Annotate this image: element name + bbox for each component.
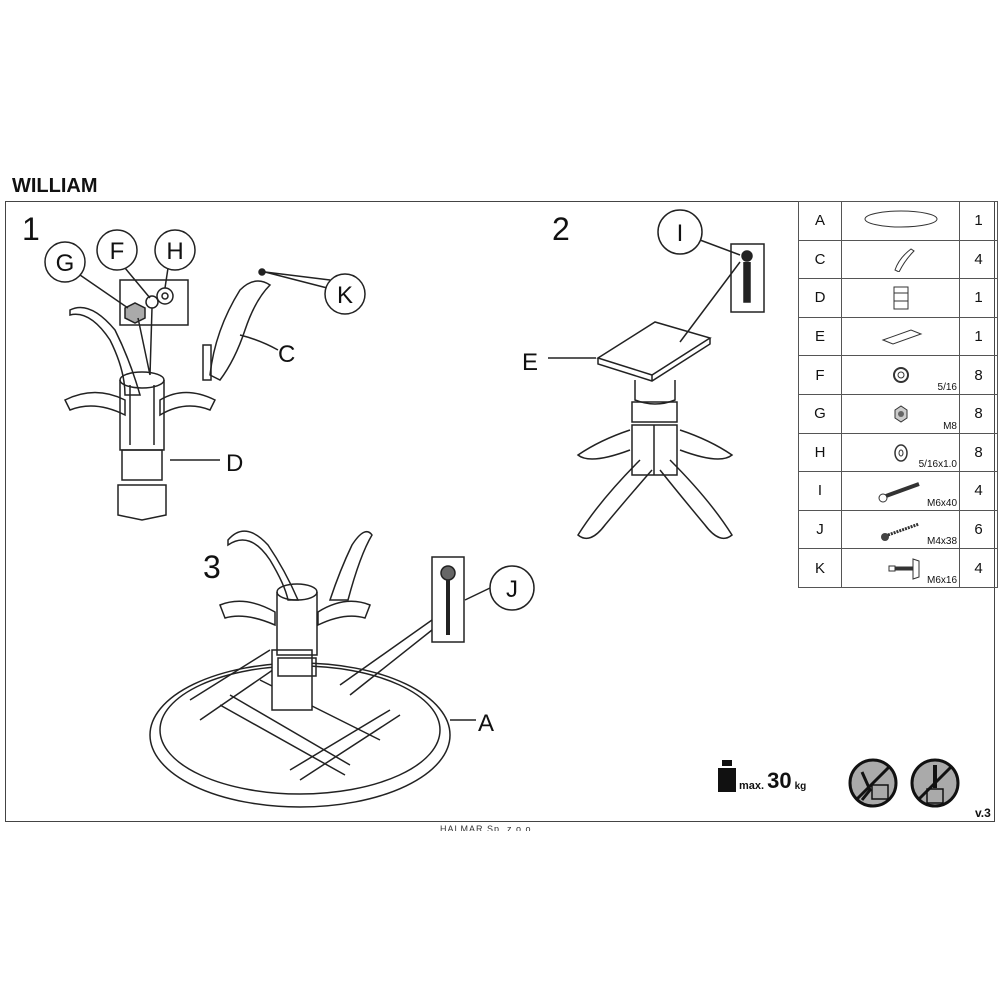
callout-k: K [337, 282, 353, 309]
no-climbing-chair-icon [848, 758, 898, 808]
part-quantity: 4 [959, 239, 998, 280]
wood-screw-icon [880, 522, 920, 541]
callout-g: G [56, 250, 75, 277]
step1-pedestal-drawing [63, 268, 336, 521]
part-size: M8 [943, 420, 957, 432]
part-letter: D [798, 278, 842, 318]
part-row: G M8 8 [798, 393, 998, 434]
part-image [841, 278, 960, 318]
part-image: 5/16x1.0 [841, 432, 960, 473]
bolt-icon [888, 558, 919, 580]
part-row: I M6x40 4 [798, 471, 998, 511]
part-quantity: 6 [959, 509, 998, 550]
part-quantity: 8 [959, 432, 998, 473]
callout-h: H [166, 238, 183, 265]
callout-j: J [506, 576, 518, 603]
part-quantity: 8 [959, 355, 998, 395]
part-size: M6x16 [926, 574, 957, 586]
part-row: J M4x38 6 [798, 509, 998, 550]
no-standing-on-table-icon [910, 758, 960, 808]
version-label: v.3 [975, 806, 991, 820]
part-image [841, 201, 960, 241]
part-size: M6x40 [926, 497, 957, 509]
part-quantity: 1 [959, 201, 998, 241]
tabletop-icon [864, 210, 937, 228]
pedestal-column-icon [893, 286, 908, 310]
max-label: max. [739, 780, 765, 792]
mounting-plate-icon [881, 329, 922, 345]
part-image: M6x40 [841, 471, 960, 511]
part-letter: G [798, 393, 842, 434]
part-image [841, 316, 960, 357]
callout-j-circle [489, 565, 535, 611]
label-e: E [522, 349, 538, 376]
manufacturer-footer: HALMAR Sp. z o.o. [440, 824, 536, 831]
part-letter: C [798, 239, 842, 280]
callout-i: I [677, 220, 684, 247]
callout-f: F [110, 238, 125, 265]
part-letter: K [798, 548, 842, 588]
part-letter: A [798, 201, 842, 241]
part-image: M6x16 [841, 548, 960, 588]
spring-washer-icon [892, 367, 909, 384]
part-letter: F [798, 355, 842, 395]
part-row: A 1 [798, 201, 998, 241]
part-row: H 5/16x1.0 8 [798, 432, 998, 473]
part-size: 5/16x1.0 [918, 459, 957, 471]
part-row: C 4 [798, 239, 998, 280]
max-load-unit: kg [794, 781, 807, 792]
part-image: M8 [841, 393, 960, 434]
step-number-1: 1 [22, 211, 40, 247]
part-row: E 1 [798, 316, 998, 357]
part-letter: J [798, 509, 842, 550]
hex-nut-icon [894, 405, 907, 423]
step2-pedestal-drawing [548, 239, 765, 540]
callout-i-circle [657, 209, 703, 255]
max-load-value: 30 [767, 768, 792, 793]
product-title: WILLIAM [12, 175, 98, 197]
part-size: 5/16 [937, 381, 957, 393]
max-load-indicator: max. 30 kg [718, 760, 806, 792]
part-letter: I [798, 471, 842, 511]
label-d: D [226, 450, 243, 477]
callouts-step1: G F H K C D [44, 229, 366, 477]
part-quantity: 1 [959, 316, 998, 357]
part-image: M4x38 [841, 509, 960, 550]
part-row: F 5/16 8 [798, 355, 998, 395]
part-size: M4x38 [926, 536, 957, 548]
part-row: K M6x16 4 [798, 548, 998, 588]
step3-table-drawing [149, 530, 491, 808]
part-row: D 1 [798, 278, 998, 318]
part-image: 5/16 [841, 355, 960, 395]
part-image [841, 239, 960, 280]
weight-icon [718, 760, 736, 792]
part-letter: E [798, 316, 842, 357]
step-number-3: 3 [203, 549, 221, 585]
part-quantity: 8 [959, 393, 998, 434]
allen-bolt-icon [878, 482, 920, 503]
leg-icon [893, 248, 915, 273]
label-c: C [278, 341, 295, 368]
step-number-2: 2 [552, 211, 570, 247]
part-quantity: 4 [959, 471, 998, 511]
flat-washer-icon [893, 444, 908, 463]
part-quantity: 4 [959, 548, 998, 588]
label-a: A [478, 710, 494, 737]
part-quantity: 1 [959, 278, 998, 318]
part-letter: H [798, 432, 842, 473]
